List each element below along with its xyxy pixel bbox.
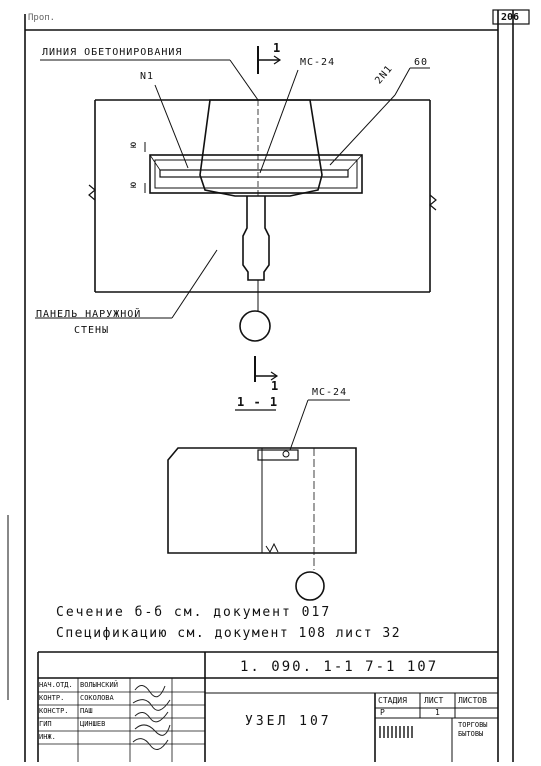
page-number: 206 bbox=[501, 12, 520, 23]
note-line-2: Спецификацию см. документ 108 лист 32 bbox=[56, 626, 402, 641]
document-code: 1. 090. 1-1 7-1 107 bbox=[240, 659, 439, 675]
concreting-line-label: ЛИНИЯ ОБЕТОНИРОВАНИЯ bbox=[42, 47, 183, 58]
dimension-60: 60 bbox=[414, 57, 429, 68]
section-title: 1 - 1 bbox=[237, 395, 279, 409]
role-3: ГИП bbox=[39, 720, 52, 728]
role-2: КОНСТР. bbox=[39, 707, 69, 715]
name-3: ЦИНШЕВ bbox=[80, 720, 106, 728]
name-1: СОКОЛОВА bbox=[80, 694, 114, 702]
section-mark-bottom-number: 1 bbox=[271, 379, 279, 393]
org-name-line2: БЫТОВЫ bbox=[458, 730, 484, 738]
org-name-line1: ТОРГОВЫ bbox=[458, 721, 488, 729]
dimension-left-top: ю bbox=[128, 141, 140, 149]
sheets-header: ЛИСТОВ bbox=[458, 696, 487, 705]
name-2: ПАШ bbox=[80, 707, 93, 715]
stamp-hatching bbox=[379, 726, 413, 738]
part-label-top: МС-24 bbox=[300, 57, 336, 68]
panel-label-line2: СТЕНЫ bbox=[74, 325, 110, 336]
sheet-value: 1 bbox=[435, 708, 440, 717]
node-name: УЗЕЛ 107 bbox=[245, 714, 332, 729]
dimension-left-bottom: ю bbox=[128, 181, 140, 189]
signatures bbox=[132, 685, 171, 750]
sheet-header: ЛИСТ bbox=[424, 696, 444, 705]
stage-header: СТАДИЯ bbox=[378, 696, 407, 705]
note-line-1: Сечение б-б см. документ 017 bbox=[56, 605, 332, 620]
corner-mark: Проп. bbox=[28, 13, 56, 23]
role-0: НАЧ.ОТД. bbox=[39, 681, 73, 689]
role-4: ИНЖ. bbox=[39, 733, 56, 741]
stage-value: Р bbox=[380, 708, 385, 717]
name-0: ВОЛЫНСКИЙ bbox=[80, 681, 118, 689]
panel-label-line1: ПАНЕЛЬ НАРУЖНОЙ bbox=[36, 309, 142, 320]
role-1: КОНТР. bbox=[39, 694, 65, 702]
section-part-label: МС-24 bbox=[312, 387, 348, 398]
section-mark-top-number: 1 bbox=[273, 41, 281, 55]
n1-label: N1 bbox=[140, 71, 155, 82]
